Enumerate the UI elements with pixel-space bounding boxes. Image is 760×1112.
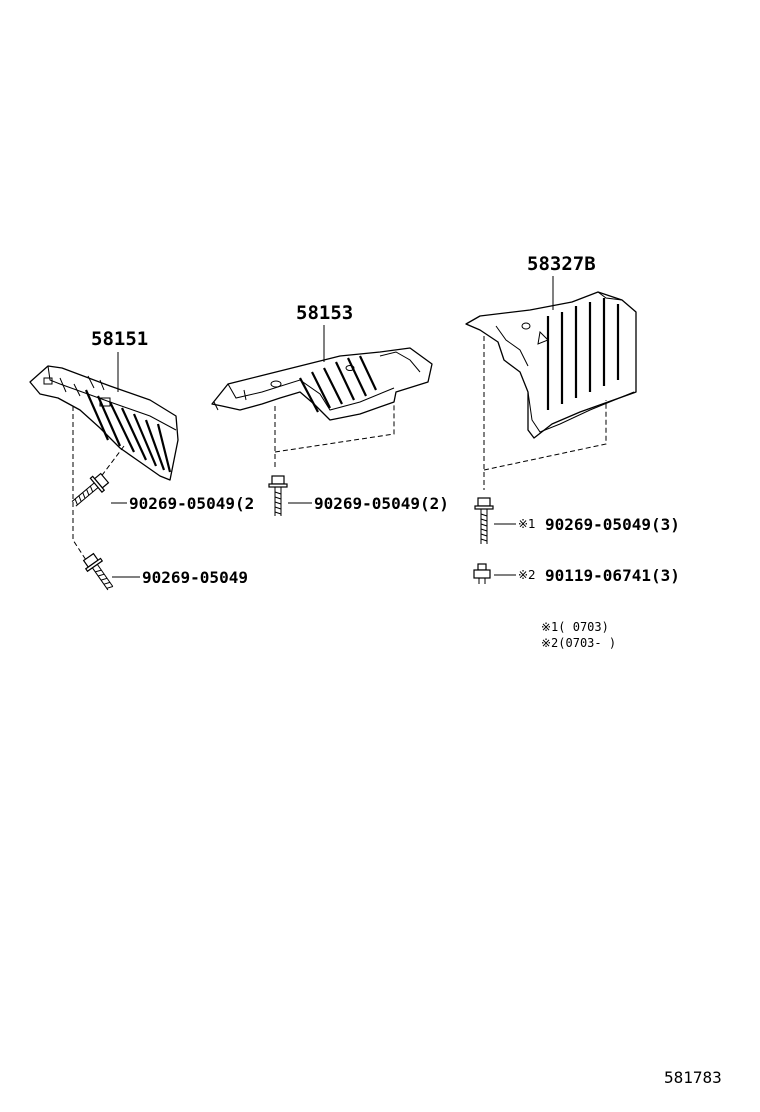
bolt-icon[interactable]	[473, 563, 491, 584]
fastener-label-right-upper: 90269-05049(3)	[545, 515, 680, 534]
part-label-58153: 58153	[296, 302, 353, 324]
marker-2: ※2	[518, 568, 536, 582]
heat-insulator-58153[interactable]	[211, 347, 433, 421]
bolt-icon[interactable]	[268, 475, 288, 516]
heat-insulator-58151[interactable]	[29, 365, 179, 481]
bolt-icon[interactable]	[474, 497, 494, 544]
part-label-58327b: 58327B	[527, 253, 596, 275]
bolt-icon[interactable]	[81, 552, 118, 593]
fastener-label-left-lower: 90269-05049	[142, 568, 248, 587]
part-label-58151: 58151	[91, 328, 148, 350]
diagram-id: 581783	[664, 1068, 722, 1087]
fastener-label-left-upper: 90269-05049(2	[129, 494, 254, 513]
fastener-label-middle: 90269-05049(2)	[314, 494, 449, 513]
heat-insulator-58327b[interactable]	[465, 291, 637, 439]
note-line-1: ※1( 0703)	[541, 620, 609, 634]
fastener-label-right-lower: 90119-06741(3)	[545, 566, 680, 585]
note-line-2: ※2(0703- )	[541, 636, 616, 650]
marker-1: ※1	[518, 517, 536, 531]
bolt-icon[interactable]	[68, 471, 110, 511]
